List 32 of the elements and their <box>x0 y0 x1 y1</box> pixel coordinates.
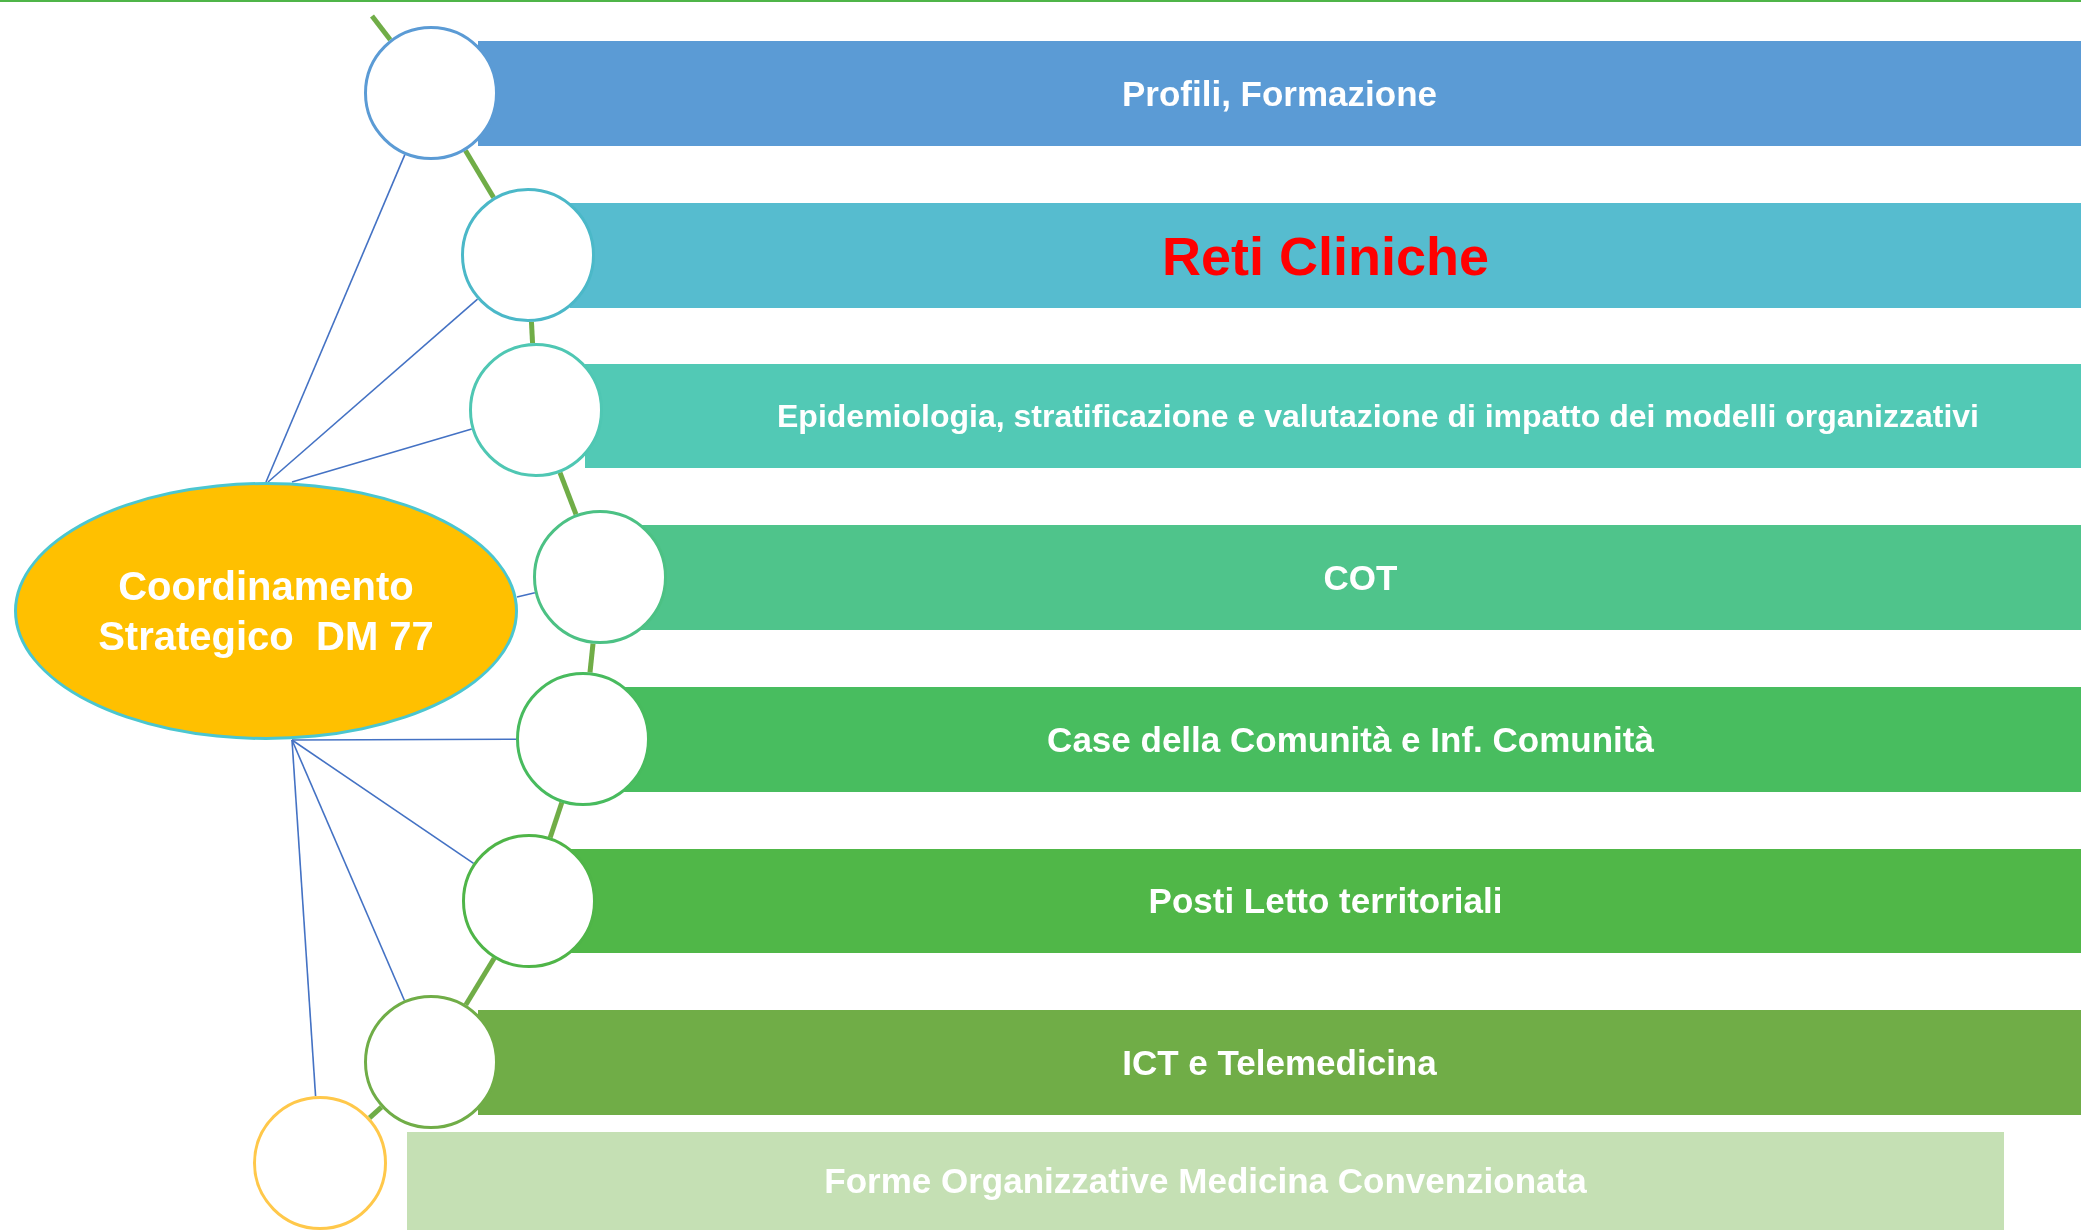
topic-label: Epidemiologia, stratificazione e valutazione di impatto dei modelli organizzativi <box>777 397 1979 435</box>
connector-line <box>265 153 406 483</box>
connector-line <box>267 298 479 483</box>
topic-label: Reti Cliniche <box>1161 224 1490 287</box>
connector-line <box>291 739 406 1002</box>
connector-line <box>367 1105 384 1120</box>
connector-line <box>291 738 517 741</box>
topic-bar <box>570 203 2081 308</box>
topic-label: Forme Organizzative Medicina Convenzionata <box>824 1161 1587 1201</box>
node-title: Coordinamento Strategico DM 77 <box>97 563 435 660</box>
topic-bar <box>585 364 2081 468</box>
topic-label: Case della Comunità e Inf. Comunità <box>1047 719 1654 760</box>
connector-line <box>463 149 496 199</box>
topic-label: ICT e Telemedicina <box>1122 1042 1437 1083</box>
connector-line <box>528 321 536 344</box>
topic-bar <box>570 849 2081 953</box>
connector-line <box>547 801 565 839</box>
topic-bar <box>640 525 2081 630</box>
connector-line <box>516 591 536 598</box>
connector-line <box>291 739 317 1097</box>
connector-line <box>587 643 596 673</box>
connector-line <box>463 956 497 1007</box>
connector-line <box>370 14 393 42</box>
topic-label: Profili, Formazione <box>1121 73 1437 114</box>
topic-label: Posti Letto territoriali <box>1148 881 1503 921</box>
topic-bar <box>478 41 2081 146</box>
connector-line <box>291 739 475 865</box>
topic-bar <box>478 1010 2081 1115</box>
topic-label: COT <box>1323 557 1398 598</box>
topic-bar <box>407 1132 2004 1230</box>
connector-line <box>291 428 473 483</box>
connector-line <box>557 471 579 516</box>
